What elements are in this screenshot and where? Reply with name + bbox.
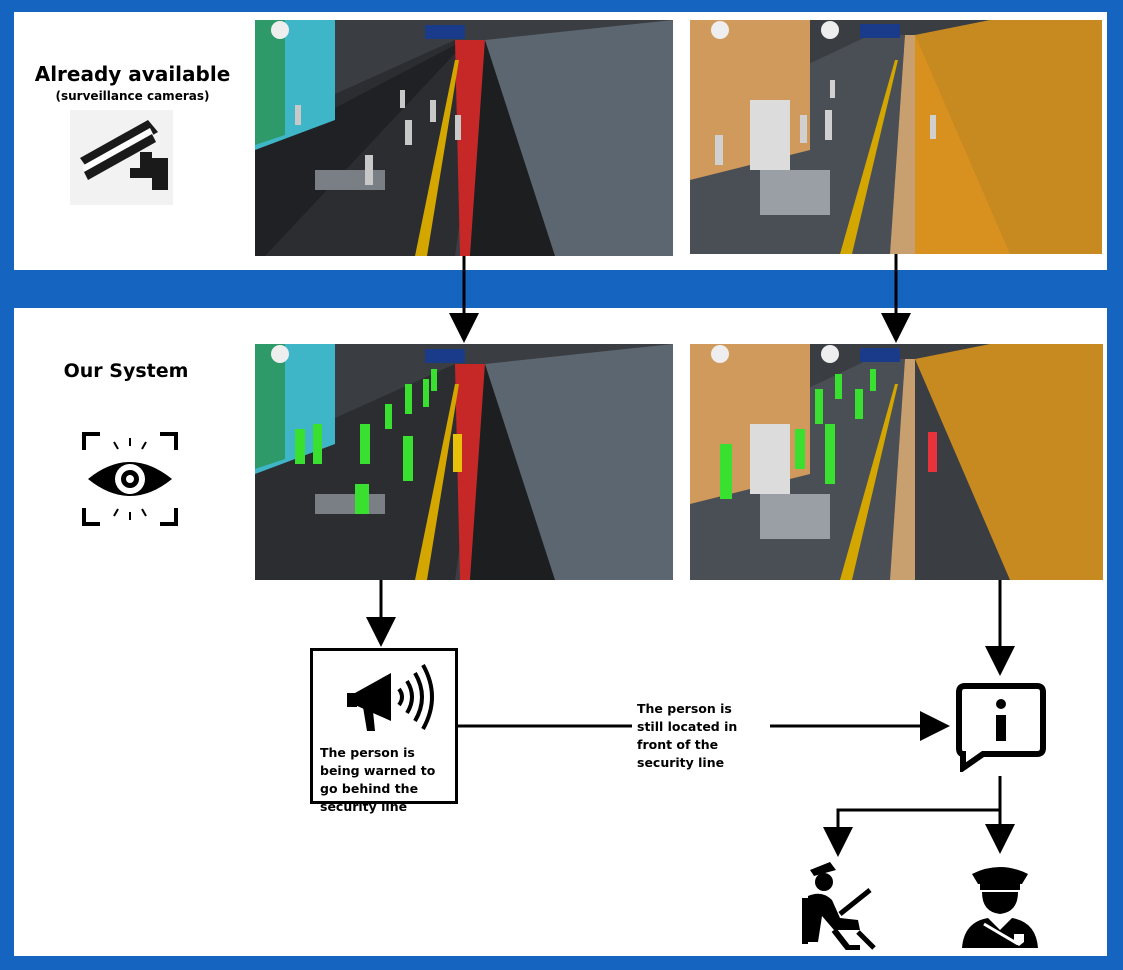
- info-message-icon: [955, 682, 1047, 774]
- police-officer-icon: [958, 858, 1042, 950]
- cctv-camera-icon: [70, 110, 173, 205]
- warning-announcement-box: The person is being warned to go behind …: [310, 648, 458, 814]
- already-available-title: Already available: [34, 62, 231, 86]
- our-system-title: Our System: [63, 360, 189, 382]
- still-in-front-label: The person is still located in front of …: [637, 701, 738, 770]
- arrow-info-to-seated-officer: [823, 808, 1000, 857]
- camera-feed-right-original: [690, 20, 1102, 254]
- eye-scan-icon: [80, 430, 180, 528]
- seated-officer-icon: [800, 858, 878, 951]
- camera-feed-left-analyzed: [255, 344, 673, 580]
- camera-feed-right-analyzed: [690, 344, 1103, 580]
- warning-text: The person is being warned to go behind …: [320, 745, 436, 814]
- camera-feed-left-original: [255, 20, 673, 256]
- megaphone-icon: [343, 661, 438, 736]
- surveillance-cameras-subtitle: (surveillance cameras): [55, 89, 210, 103]
